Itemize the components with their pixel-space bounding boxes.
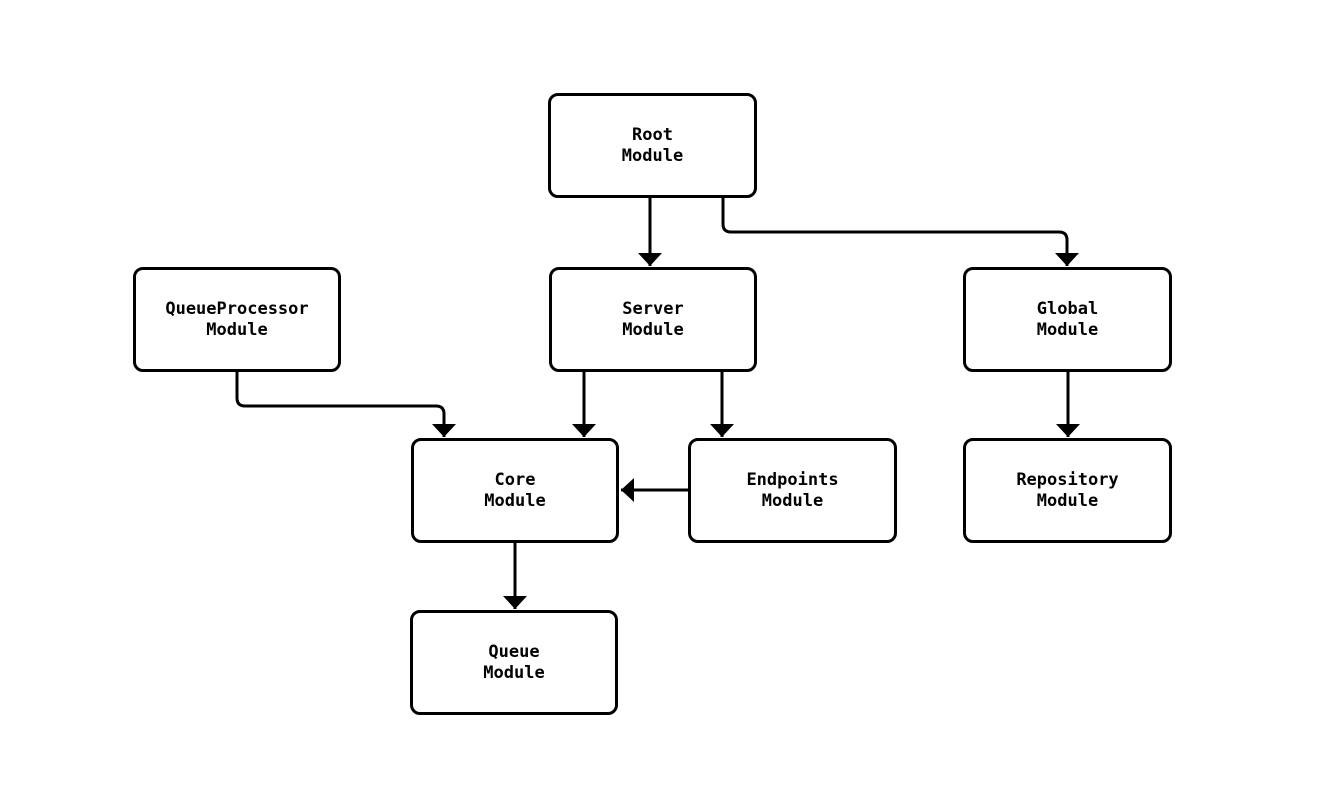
node-label-line: Module [206, 319, 268, 340]
node-label-line: Module [1036, 319, 1099, 340]
node-label-line: Server [622, 298, 684, 319]
node-label-line: Module [621, 145, 684, 166]
node-label-line: Repository [1016, 469, 1119, 490]
node-label-line: Module [483, 662, 545, 683]
node-label-line: Module [761, 490, 824, 511]
node-label-line: Core [494, 469, 536, 490]
node-label-line: Global [1036, 298, 1099, 319]
node-label-line: Root [632, 124, 673, 145]
node-label-line: QueueProcessor [165, 298, 309, 319]
node-label-line: Module [484, 490, 546, 511]
node-label-line: Module [622, 319, 684, 340]
node-label-line: Queue [488, 641, 540, 662]
node-label-line: Endpoints [746, 469, 839, 490]
node-label-line: Module [1036, 490, 1099, 511]
